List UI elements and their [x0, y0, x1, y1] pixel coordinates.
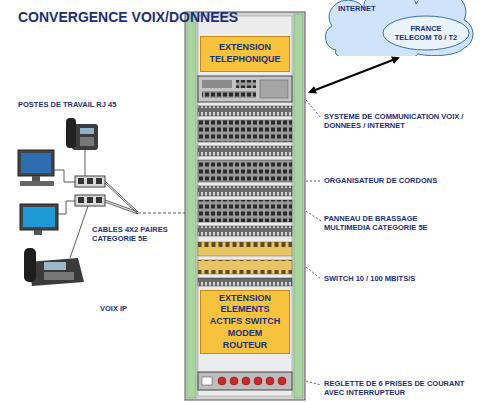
oval-outline [383, 16, 469, 50]
cord-organizer [198, 226, 292, 236]
switch [198, 242, 292, 256]
cord-organizer [198, 278, 292, 286]
wall-socket [75, 176, 105, 206]
callout-label: PANNEAU DE BRASSAGE MULTIMEDIA CATEGORIE… [324, 215, 444, 232]
ip-phone [24, 248, 84, 286]
cord-organizer [198, 106, 292, 116]
computer [18, 150, 54, 186]
rack-module: EXTENSION TELEPHONIQUE [200, 36, 290, 72]
callout-label: VOIX IP [100, 305, 160, 314]
callout-label: SWITCH 10 / 100 MBITS/S [324, 275, 474, 284]
comm-detail [202, 80, 232, 88]
callout-label: REGLETTE DE 6 PRISES DE COURANT AVEC INT… [324, 380, 476, 397]
leader-lines [306, 100, 321, 385]
switch [198, 260, 292, 274]
cord-organizer [198, 146, 292, 156]
comm-detail [202, 91, 256, 98]
diagram-title: CONVERGENCE VOIX/DONNEES [18, 9, 238, 25]
patch-panel [198, 160, 292, 182]
callout-label: ORGANISATEUR DE CORDONS [324, 177, 474, 186]
patch-panel [198, 200, 292, 222]
provider-label: FRANCE TELECOM T0 / T2 [392, 24, 460, 42]
comm-detail [260, 80, 288, 98]
power-strip [198, 372, 292, 390]
comm-system [198, 76, 292, 102]
link-arrow [310, 58, 398, 92]
callout-label: POSTES DE TRAVAIL RJ 45 [18, 101, 148, 110]
power-sockets [218, 377, 286, 385]
callout-label: SYSTEME DE COMMUNICATION VOIX / DONNEES … [324, 113, 474, 130]
ip-phone [66, 118, 98, 150]
rack-interior [198, 16, 292, 396]
cord-organizer [198, 186, 292, 196]
power-switch [202, 377, 212, 385]
provider-oval: FRANCE TELECOM T0 / T2 [382, 15, 470, 51]
cloud-outline [326, 0, 473, 56]
cloud: INTERNET FRANCE TELECOM T0 / T2 [318, 0, 476, 56]
rack-frame [185, 12, 305, 400]
rack-rail [294, 14, 303, 398]
comm-detail [236, 80, 256, 88]
rack-rail [187, 14, 196, 398]
patch-panel [198, 120, 292, 142]
cables [54, 150, 185, 258]
module-label: EXTENSION ELEMENTS ACTIFS SWITCH MODEM R… [205, 293, 285, 351]
computer [20, 204, 58, 235]
cloud-label: INTERNET [338, 4, 376, 13]
rack-module: EXTENSION ELEMENTS ACTIFS SWITCH MODEM R… [200, 290, 290, 354]
module-label: EXTENSION TELEPHONIQUE [205, 42, 285, 65]
cable-label: CABLES 4X2 PAIRES CATEGORIE 5E [92, 226, 170, 243]
